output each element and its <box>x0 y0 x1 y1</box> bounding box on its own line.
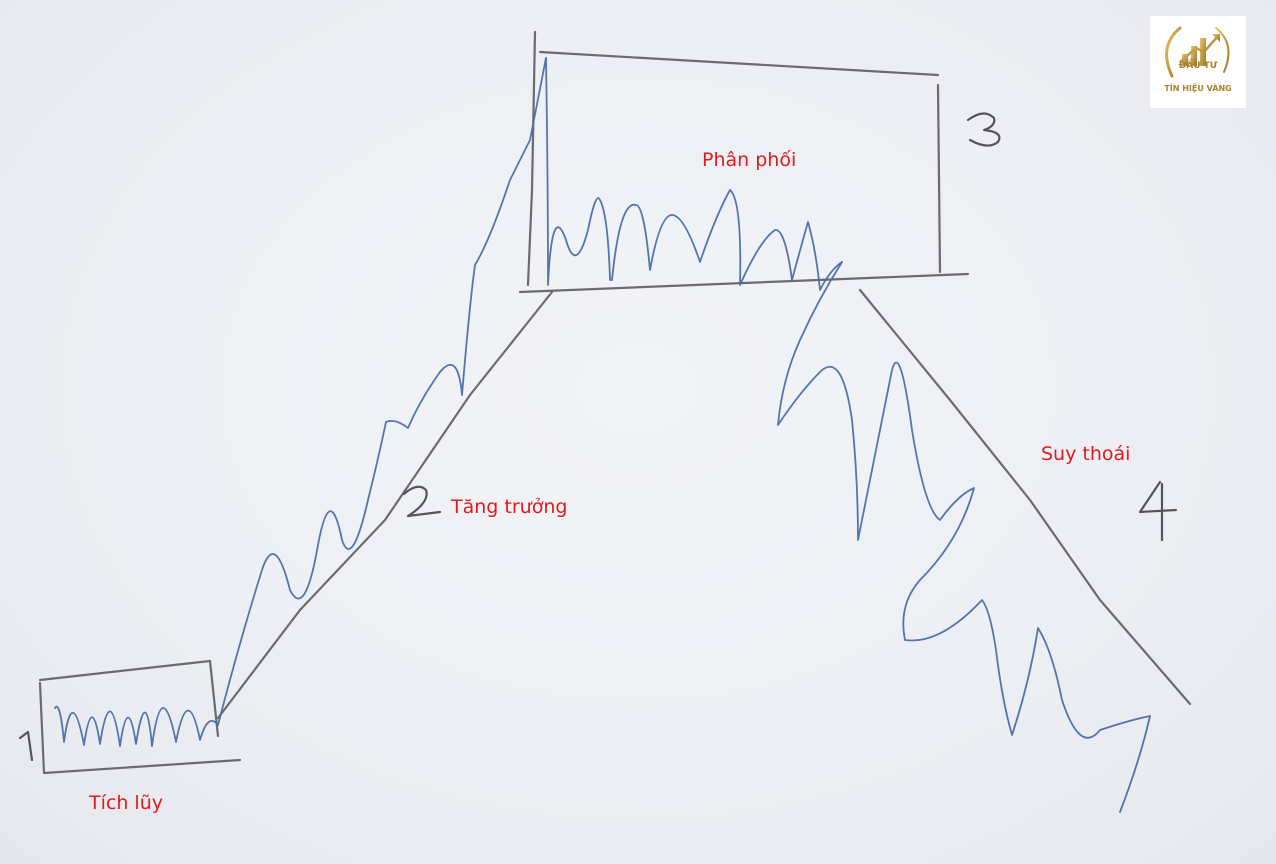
logo-line2: TÍN HIỆU VÀNG <box>1164 84 1232 93</box>
growth-price-wave <box>217 57 547 726</box>
stage-number-2 <box>402 485 442 518</box>
stage-number-3 <box>966 112 1001 147</box>
logo-emblem <box>1165 26 1230 78</box>
stage-number-1 <box>18 730 34 762</box>
stage-label-growth: Tăng trưởng <box>451 496 568 518</box>
stage-label-accumulation: Tích lũy <box>89 792 163 814</box>
brand-logo: ĐẦU TƯ TÍN HIỆU VÀNG <box>1150 16 1246 108</box>
stage-label-decline: Suy thoái <box>1041 443 1131 465</box>
stage-label-distribution: Phân phối <box>702 149 797 171</box>
distribution-price-wave <box>545 57 843 291</box>
stage-number-4 <box>1138 480 1178 542</box>
distribution-box <box>518 30 970 294</box>
decline-price-wave <box>777 261 1151 813</box>
growth-trendline <box>216 290 554 720</box>
decline-trendline <box>858 288 1192 706</box>
accumulation-price-wave <box>54 705 219 747</box>
logo-line1: ĐẦU TƯ <box>1178 61 1218 71</box>
accumulation-box <box>38 659 242 775</box>
